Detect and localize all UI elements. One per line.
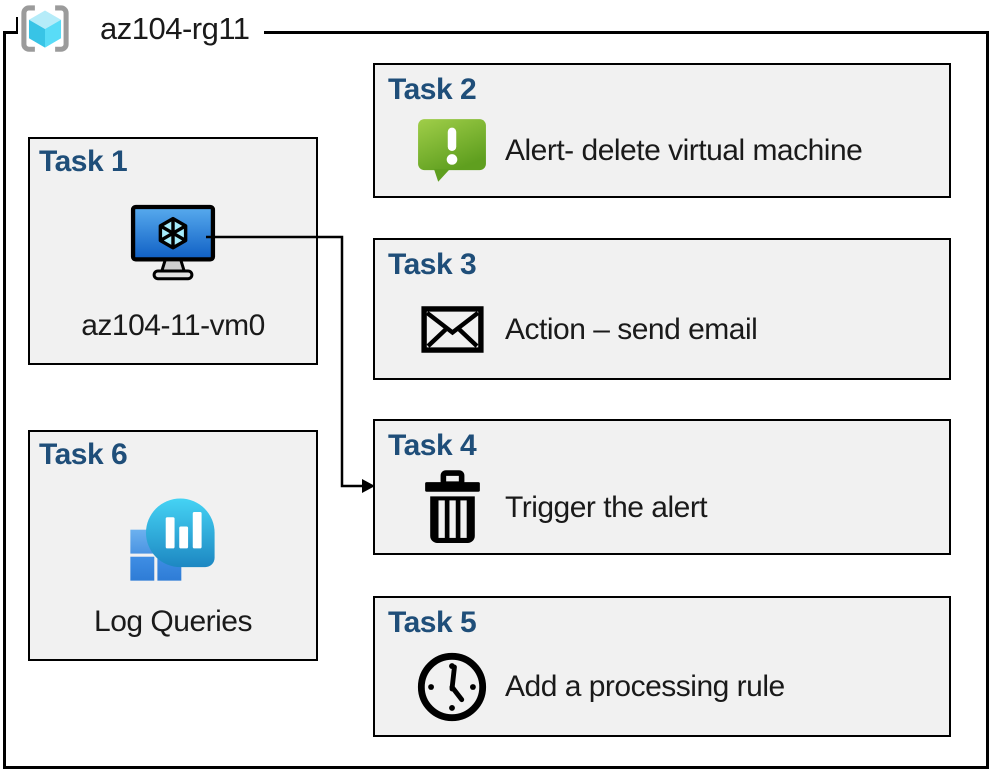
task-6-title: Task 6: [39, 438, 128, 471]
task-4-label: Trigger the alert: [505, 490, 708, 524]
resource-group-header: az104-rg11: [18, 1, 264, 57]
border-stub: [16, 17, 19, 34]
clock-icon: [413, 650, 491, 724]
task-1-title: Task 1: [39, 145, 128, 178]
task-5-label: Add a processing rule: [505, 670, 785, 703]
task-1-card: Task 1 az104-11-vm0: [28, 137, 318, 365]
task-6-card: Task 6: [28, 430, 318, 661]
email-envelope-icon: [413, 306, 491, 353]
task-1-label: az104-11-vm0: [81, 309, 265, 342]
task-3-label: Action – send email: [505, 312, 758, 346]
alert-icon: [413, 118, 491, 184]
task-5-card: Task 5 Add a processing rule: [373, 596, 951, 737]
task-4-title: Task 4: [388, 429, 477, 462]
task-3-card: Task 3 Action – send email: [373, 238, 951, 380]
resource-group-icon: [18, 4, 72, 54]
task-5-title: Task 5: [388, 606, 477, 639]
task-2-title: Task 2: [388, 73, 477, 106]
log-analytics-icon: [30, 471, 316, 605]
task-2-label: Alert- delete virtual machine: [505, 134, 863, 167]
trash-icon: [413, 470, 491, 545]
task-2-card: Task 2 Alert- delete virtual machine: [373, 63, 951, 198]
task-6-label: Log Queries: [94, 605, 252, 638]
task-3-title: Task 3: [388, 248, 477, 281]
virtual-machine-icon: [30, 178, 316, 309]
resource-group-title: az104-rg11: [100, 11, 250, 46]
task-4-card: Task 4 Trigger the alert: [373, 419, 951, 555]
